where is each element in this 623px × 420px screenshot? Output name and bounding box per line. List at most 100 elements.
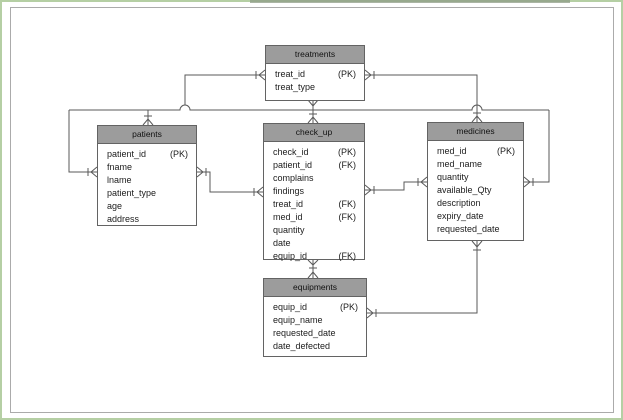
table-field-row: med_id (FK) (264, 211, 364, 224)
field-name: available_Qty (437, 185, 492, 195)
cardinality-treatments-left (255, 69, 266, 81)
field-name: check_id (273, 147, 309, 157)
field-name: description (437, 198, 481, 208)
table-field-row: complains (264, 172, 364, 185)
field-name: equip_id (273, 302, 308, 312)
field-name: date (273, 238, 291, 248)
entity-table-medicines: medicines med_id (PK) med_name quantity avai… (427, 122, 524, 241)
field-name: lname (107, 175, 132, 185)
table-fields-check-up: check_id (PK) patient_id (FK) complains findi… (264, 142, 364, 263)
cardinality-checkup-left (253, 186, 264, 198)
cardinality-equipments-right (366, 307, 377, 319)
field-name: quantity (437, 172, 469, 182)
table-field-row: equip_name (264, 314, 366, 327)
field-name: requested_date (273, 328, 336, 338)
table-field-row: fname (98, 161, 196, 174)
connector-treatments-checkup (307, 99, 319, 124)
entity-table-treatments: treatments treat_id(PK)treat_type (265, 45, 365, 101)
table-field-row: treat_type (266, 81, 364, 94)
cardinality-checkup-top (307, 116, 319, 124)
cardinality-treatments-bottom (307, 99, 319, 115)
field-key-annotation: (PK) (338, 147, 356, 157)
table-field-row: treat_id (FK) (264, 198, 364, 211)
field-name: patient_id (273, 160, 313, 170)
field-name: quantity (273, 225, 305, 235)
connector-treatments-medicines (364, 69, 483, 123)
cardinality-patients-top (142, 115, 154, 126)
field-name: findings (273, 186, 305, 196)
field-name: med_id (437, 146, 467, 156)
table-field-row: patient_id (FK) (264, 159, 364, 172)
cardinality-checkup-right (364, 184, 375, 196)
table-field-row: check_id (PK) (264, 146, 364, 159)
table-header-patients: patients (98, 126, 196, 144)
table-field-row: med_id (PK) (428, 145, 523, 158)
table-field-row: requested_date (264, 327, 366, 340)
table-header-equipments: equipments (264, 279, 366, 297)
table-field-row: age (98, 200, 196, 213)
field-name: equip_name (273, 315, 323, 325)
table-field-row: quantity (428, 171, 523, 184)
field-name: patient_type (107, 188, 157, 198)
inner-border (10, 7, 614, 413)
table-field-row: expiry_date (428, 210, 523, 223)
field-name: treat_id (273, 199, 304, 209)
table-field-row: treat_id (PK) (266, 68, 364, 81)
table-field-row: available_Qty (428, 184, 523, 197)
cardinality-medicines-left (417, 176, 428, 188)
field-key-annotation: (PK) (338, 69, 356, 79)
connector-checkup-equipments (307, 259, 319, 279)
field-name: treat_id (275, 69, 306, 79)
cardinality-medicines-top (471, 112, 483, 123)
connector-bus-patients-medicines-treatments (68, 104, 550, 188)
connector-treatments-left-to-bus (184, 69, 266, 105)
field-name: patient_id (107, 149, 147, 159)
field-name: age (107, 201, 123, 211)
cardinality-medicines-right (523, 176, 534, 188)
field-key-annotation: (PK) (340, 302, 358, 312)
connector-medicines-equipments (366, 240, 483, 319)
cardinality-patients-left (87, 166, 98, 178)
table-field-row: lname (98, 174, 196, 187)
field-name: complains (273, 173, 314, 183)
field-key-annotation: (PK) (497, 146, 515, 156)
field-name: med_name (437, 159, 483, 169)
field-key-annotation: (FK) (338, 160, 357, 170)
field-key-annotation: (FK) (338, 251, 357, 261)
table-field-row: quantity (264, 224, 364, 237)
cardinality-equipments-top (307, 271, 319, 279)
table-field-row: patient_id(PK) (98, 148, 196, 161)
connector-patients-checkup (196, 166, 264, 198)
entity-table-check-up: check_up check_id (PK) patient_id (FK) compl… (263, 123, 365, 263)
cardinality-treatments-right (364, 69, 375, 81)
cardinality-patients-right (196, 166, 207, 178)
connector-checkup-medicines (364, 176, 428, 196)
field-name: med_id (273, 212, 303, 222)
cardinality-medicines-bottom (471, 240, 483, 251)
field-name: expiry_date (437, 211, 484, 221)
table-field-row: address (98, 213, 196, 226)
table-fields-treatments: treat_id (PK) treat_type (266, 64, 364, 94)
field-name: address (107, 214, 140, 224)
field-name: treat_type (275, 82, 316, 92)
table-field-row: patient_type (98, 187, 196, 200)
top-border-artifact (250, 0, 570, 3)
table-header-check-up: check_up (264, 124, 364, 142)
field-name: fname (107, 162, 133, 172)
field-name: date_defected (273, 341, 331, 351)
table-field-row: date_defected (264, 340, 366, 353)
table-field-row: requested_date (428, 223, 523, 236)
table-field-row: equip_id(FK) (264, 250, 364, 263)
field-name: requested_date (437, 224, 500, 234)
field-key-annotation: (FK) (338, 212, 357, 222)
table-field-row: med_name (428, 158, 523, 171)
table-header-medicines: medicines (428, 123, 523, 141)
cardinality-checkup-bottom (307, 259, 319, 269)
field-key-annotation: (FK) (338, 199, 357, 209)
